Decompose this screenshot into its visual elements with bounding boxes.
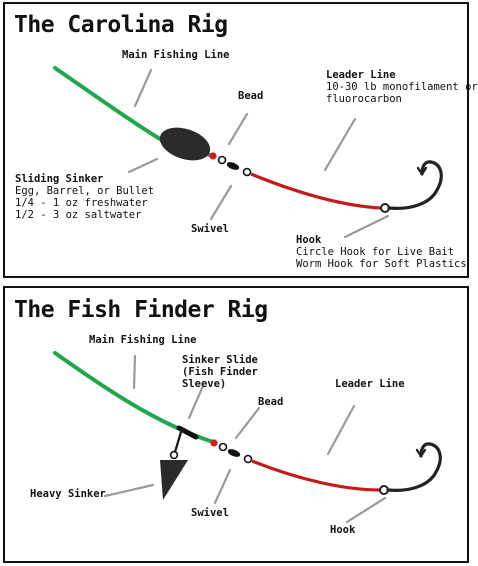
fish-finder-rig-diagram	[53, 351, 442, 524]
pointer-main-line	[133, 68, 153, 108]
carolina-title: The Carolina Rig	[14, 12, 228, 38]
carolina-leader-desc-1: 10-30 lb monofilament or	[326, 81, 478, 93]
carolina-rig-panel: The Carolina Rig Main Fishing Line Bead …	[3, 2, 478, 278]
fishfinder-bead	[210, 439, 218, 447]
fishfinder-hook-label: Hook	[330, 524, 356, 536]
pointer-ff-sinker	[103, 483, 155, 498]
fishfinder-slide-label-1: Sinker Slide	[182, 354, 258, 366]
carolina-rig-diagram	[53, 66, 443, 239]
fishfinder-bead-label: Bead	[258, 396, 284, 408]
pointer-ff-sinker-slide	[187, 384, 205, 420]
pointer-ff-swivel	[213, 468, 232, 505]
carolina-bead-label: Bead	[238, 90, 264, 102]
fishfinder-sinker-label: Heavy Sinker	[30, 488, 106, 500]
fishfinder-slide-label-3: Sleeve)	[182, 378, 227, 390]
carolina-hook-desc-2: Worm Hook for Soft Plastics	[296, 258, 467, 270]
fishfinder-sinker-slide	[169, 425, 199, 460]
carolina-leader-desc-2: fluorocarbon	[326, 93, 402, 105]
carolina-hook-title: Hook	[296, 234, 322, 246]
pointer-ff-hook	[345, 496, 387, 524]
fishfinder-title: The Fish Finder Rig	[14, 297, 268, 323]
carolina-swivel-label: Swivel	[191, 223, 229, 235]
fishfinder-heavy-sinker	[160, 460, 188, 500]
carolina-hook	[380, 160, 443, 213]
fishfinder-slide-label-2: (Fish Finder	[182, 366, 258, 378]
fishfinder-leader-label: Leader Line	[335, 378, 405, 390]
carolina-sinker-title: Sliding Sinker	[15, 173, 104, 185]
fishfinder-swivel	[218, 442, 253, 464]
pointer-bead	[227, 112, 249, 146]
pointer-hook	[343, 214, 390, 239]
carolina-hook-desc-1: Circle Hook for Live Bait	[296, 246, 455, 258]
pointer-swivel	[209, 184, 233, 221]
pointer-ff-leader	[326, 404, 356, 456]
carolina-main-line	[53, 66, 167, 144]
carolina-sinker-desc-2: 1/4 - 1 oz freshwater	[15, 197, 148, 209]
pointer-ff-bead	[234, 406, 261, 440]
fishfinder-main-line-label: Main Fishing Line	[89, 334, 197, 346]
fishfinder-hook	[379, 442, 442, 495]
fishfinder-leader-line	[251, 459, 381, 492]
carolina-main-line-label: Main Fishing Line	[122, 49, 230, 61]
pointer-leader	[323, 117, 357, 172]
carolina-leader-title: Leader Line	[326, 69, 396, 81]
pointer-sinker	[127, 157, 159, 174]
carolina-sinker-desc-1: Egg, Barrel, or Bullet	[15, 185, 155, 197]
carolina-leader-line	[250, 172, 382, 210]
fishfinder-swivel-label: Swivel	[191, 507, 229, 519]
carolina-swivel	[217, 155, 252, 177]
carolina-bead	[209, 152, 217, 160]
fish-finder-rig-panel: The Fish Finder Rig Main Fishing Line Si…	[3, 286, 469, 563]
pointer-ff-main-line	[132, 354, 137, 390]
carolina-sinker-desc-3: 1/2 - 3 oz saltwater	[15, 209, 142, 221]
carolina-sliding-sinker	[159, 127, 211, 161]
